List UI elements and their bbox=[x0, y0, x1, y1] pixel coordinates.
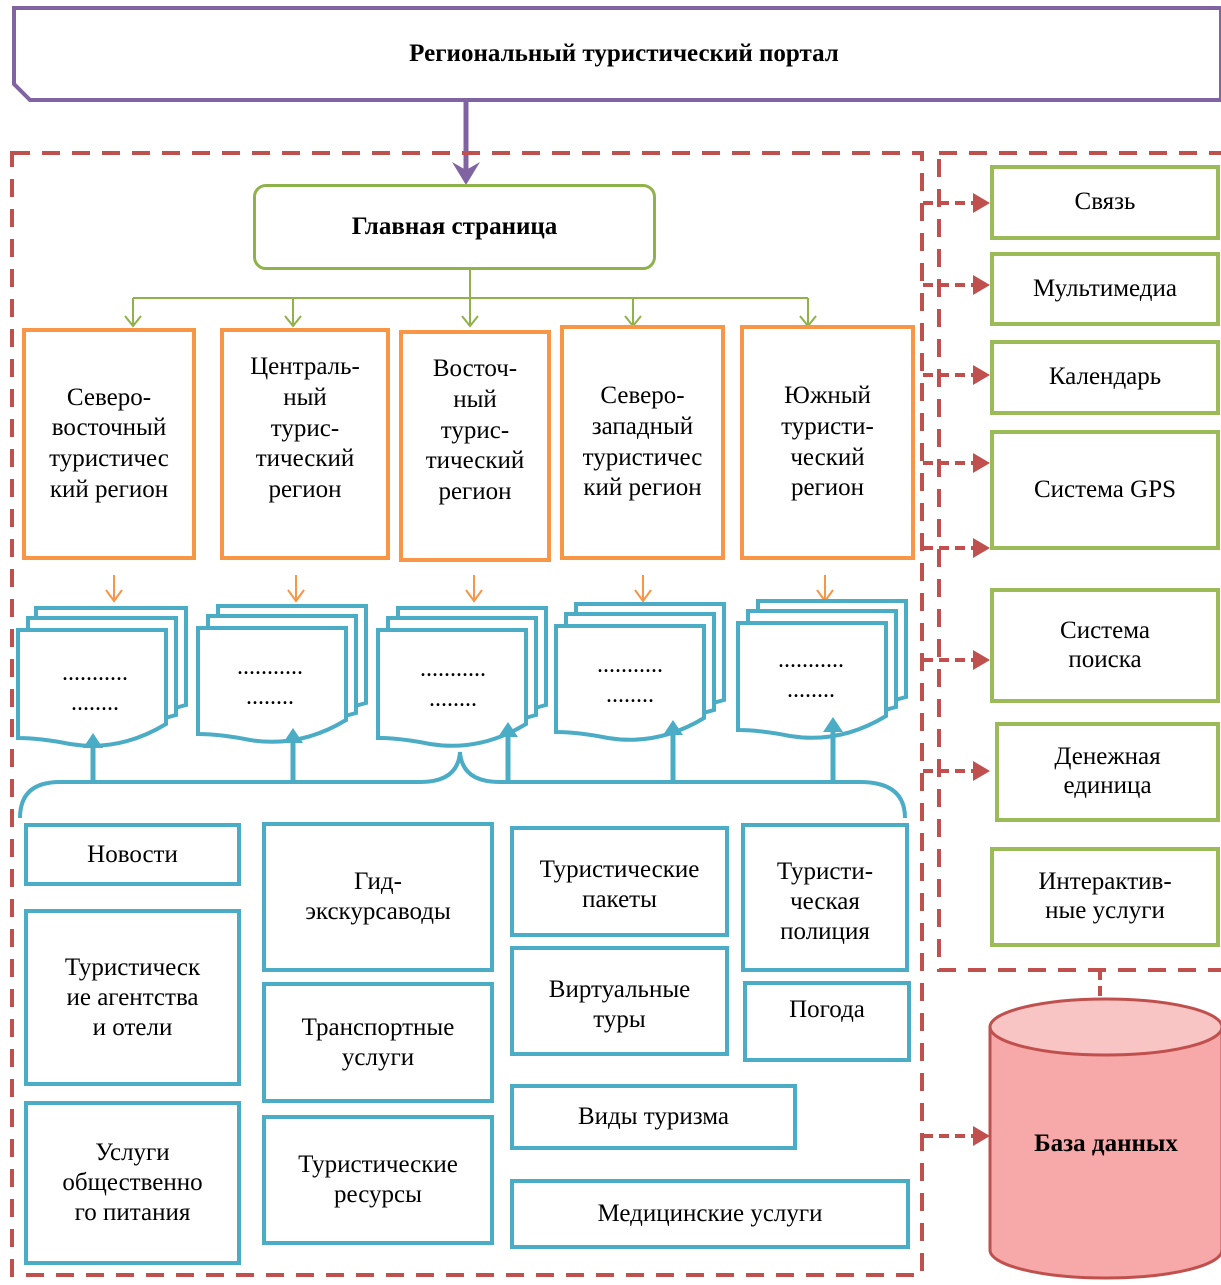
portal-title: Региональный туристический портал bbox=[14, 8, 1221, 100]
module-label: Календарь bbox=[1048, 363, 1162, 391]
service-news: Новости bbox=[24, 823, 241, 886]
module-arrow-heads bbox=[973, 193, 990, 1146]
page-doc-text: ........... ........ bbox=[237, 654, 303, 710]
page-doc-text: ........... ........ bbox=[778, 647, 844, 703]
service-virtual-tours: Виртуальные туры bbox=[510, 946, 729, 1056]
module-arrows bbox=[923, 201, 980, 1138]
service-label: Виртуальные туры bbox=[548, 976, 691, 1033]
portal-title-text: Региональный туристический портал bbox=[409, 40, 839, 67]
page-doc-text: ........... ........ bbox=[597, 652, 663, 708]
service-label: Медицинские услуги bbox=[597, 1200, 823, 1227]
module-label: Система GPS bbox=[1033, 475, 1177, 503]
portal-banner-shape bbox=[12, 6, 1221, 102]
region-central: Централь- ный турис- тический регион bbox=[220, 328, 390, 560]
service-label: Туристическ ие агентства и отели bbox=[64, 953, 201, 1041]
page-doc-4 bbox=[554, 602, 726, 742]
region-label: Южный туристи- ческий регион bbox=[781, 382, 874, 502]
module-label: Связь bbox=[1074, 188, 1136, 216]
module-gps: Система GPS bbox=[990, 430, 1220, 550]
region-label: Северо- западный туристичес кий регион bbox=[582, 382, 703, 502]
portal-to-home-arrow bbox=[452, 100, 480, 185]
module-multimedia: Мультимедиа bbox=[990, 252, 1220, 326]
page-doc-3 bbox=[376, 606, 548, 748]
services-brace bbox=[18, 751, 907, 819]
region-northwest: Северо- западный туристичес кий регион bbox=[560, 325, 725, 560]
service-label: Туристические ресурсы bbox=[298, 1151, 458, 1208]
service-label: Гид- экскурсаводы bbox=[305, 868, 451, 925]
region-label: Северо- восточный туристичес кий регион bbox=[49, 383, 169, 503]
module-currency: Денежная единица bbox=[995, 722, 1220, 822]
home-page-box: Главная страница bbox=[253, 184, 656, 270]
region-east: Восточ- ный турис- тический регион bbox=[399, 330, 551, 562]
service-label: Транспортные услуги bbox=[301, 1013, 455, 1071]
service-label: Новости bbox=[87, 840, 178, 868]
module-search: Система поиска bbox=[990, 588, 1220, 703]
main-dashed-frame bbox=[10, 151, 924, 1277]
home-to-regions-connector bbox=[124, 270, 817, 328]
service-label: Погода bbox=[789, 996, 865, 1023]
region-northeast: Северо- восточный туристичес кий регион bbox=[22, 328, 196, 560]
service-transport: Транспортные услуги bbox=[262, 982, 494, 1103]
service-guides: Гид- экскурсаводы bbox=[262, 822, 494, 972]
right-dashed-frame bbox=[937, 151, 1221, 972]
service-label: Услуги общественно го питания bbox=[62, 1139, 203, 1226]
region-south: Южный туристи- ческий регион bbox=[740, 325, 915, 560]
service-resources: Туристические ресурсы bbox=[262, 1115, 494, 1245]
module-calendar: Календарь bbox=[990, 340, 1220, 415]
service-label: Туристи- ческая полиция bbox=[776, 858, 874, 945]
service-packages: Туристические пакеты bbox=[510, 826, 729, 937]
page-doc-1 bbox=[16, 606, 188, 748]
module-communication: Связь bbox=[990, 165, 1220, 240]
service-weather: Погода bbox=[743, 981, 911, 1062]
service-agencies-hotels: Туристическ ие агентства и отели bbox=[24, 909, 241, 1086]
module-label: Интерактив- ные услуги bbox=[1038, 868, 1172, 924]
database-label: База данных bbox=[1034, 1130, 1178, 1157]
brace-to-pages-arrows bbox=[83, 717, 843, 782]
service-medical: Медицинские услуги bbox=[510, 1179, 910, 1249]
service-label: Виды туризма bbox=[577, 1103, 730, 1130]
page-doc-2 bbox=[196, 604, 368, 744]
module-label: Мультимедиа bbox=[1032, 274, 1178, 302]
home-page-label: Главная страница bbox=[351, 213, 558, 240]
service-label: Туристические пакеты bbox=[539, 856, 700, 913]
service-tourist-police: Туристи- ческая полиция bbox=[741, 823, 909, 972]
region-label: Восточ- ный турис- тический регион bbox=[425, 355, 525, 505]
page-doc-text: ........... ........ bbox=[62, 660, 128, 716]
module-label: Денежная единица bbox=[1054, 743, 1161, 799]
region-to-page-arrows bbox=[105, 575, 834, 603]
page-doc-5 bbox=[736, 599, 908, 740]
page-doc-text: ........... ........ bbox=[420, 656, 486, 712]
service-tourism-types: Виды туризма bbox=[510, 1084, 797, 1150]
service-catering: Услуги общественно го питания bbox=[24, 1101, 241, 1265]
region-label: Централь- ный турис- тический регион bbox=[250, 353, 360, 503]
module-interactive-services: Интерактив- ные услуги bbox=[990, 847, 1220, 947]
module-label: Система поиска bbox=[1060, 616, 1150, 673]
database-cylinder bbox=[988, 997, 1221, 1280]
